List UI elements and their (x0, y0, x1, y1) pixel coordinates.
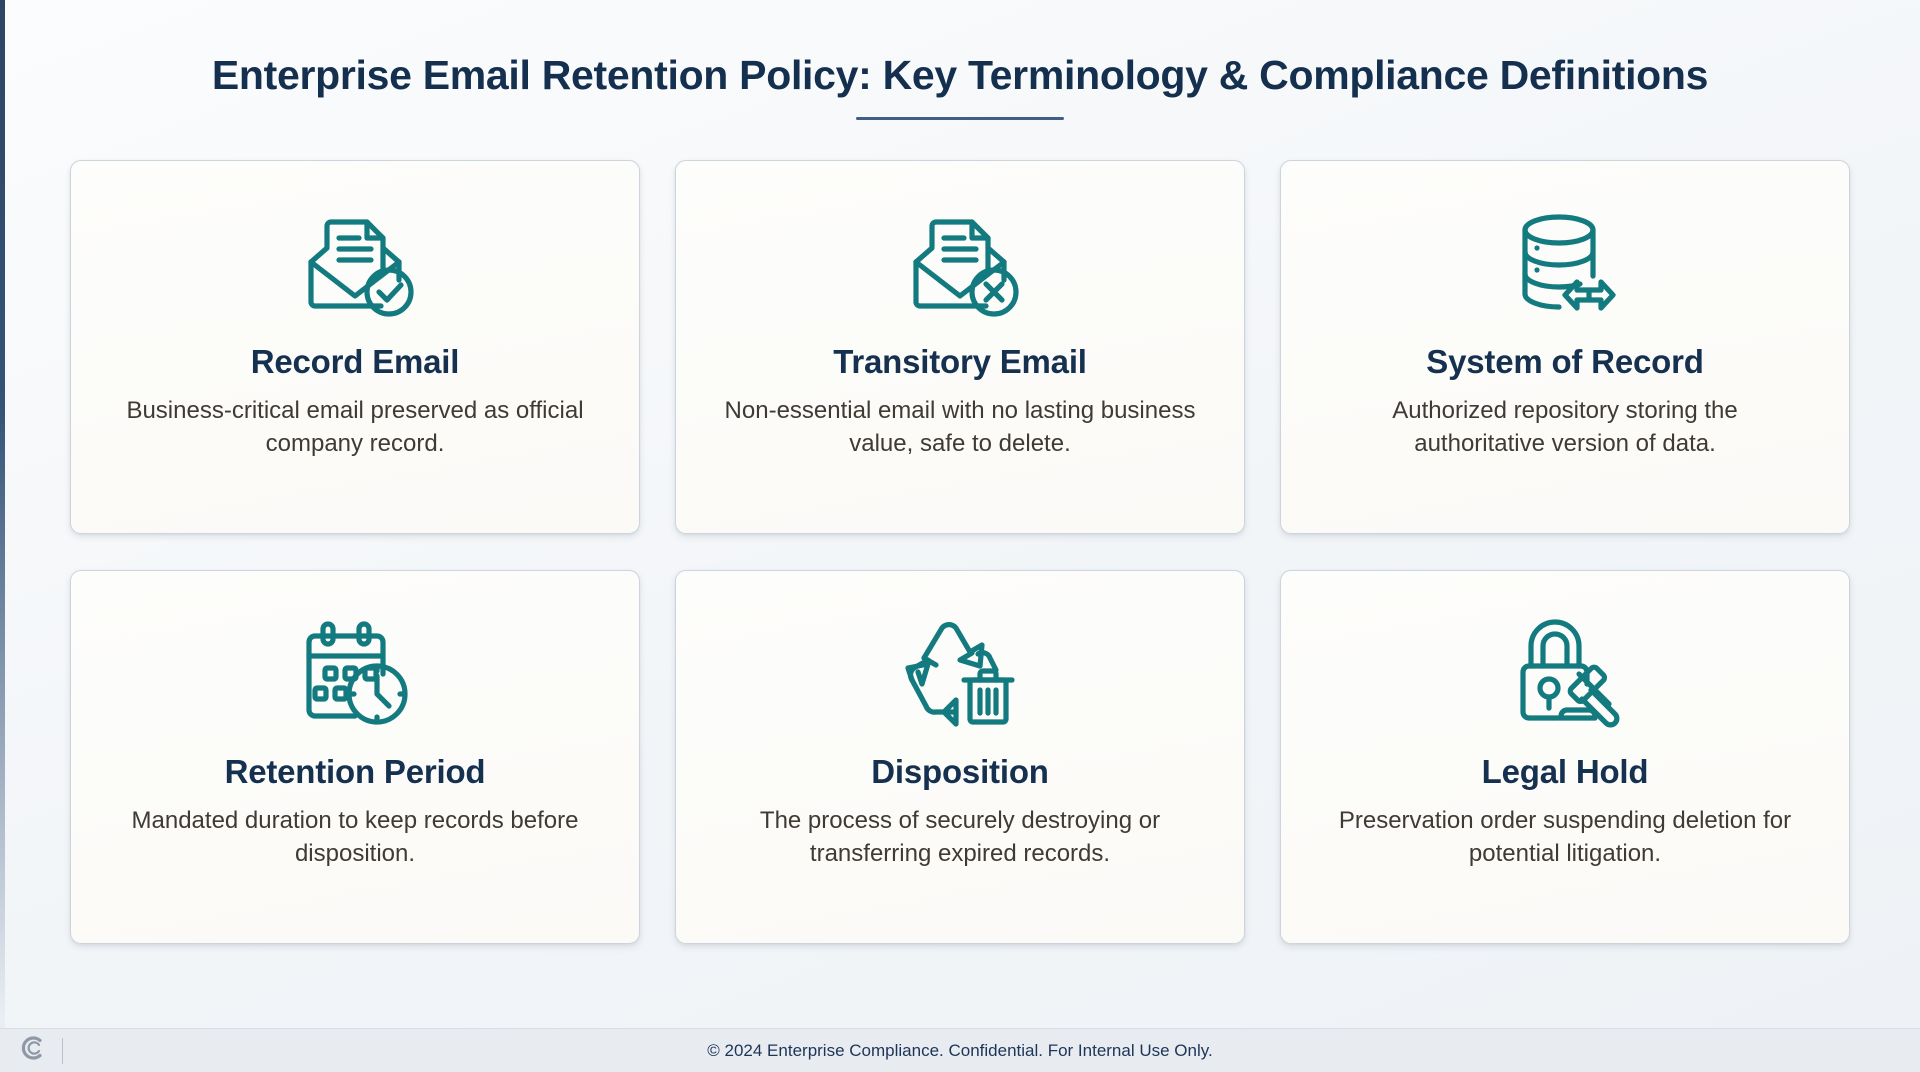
footer-divider (62, 1037, 63, 1064)
card-title: Legal Hold (1481, 753, 1649, 791)
slide-header: Enterprise Email Retention Policy: Key T… (0, 0, 1920, 121)
card-title: Transitory Email (833, 343, 1087, 381)
calendar-clock-icon (293, 607, 417, 739)
card-description: Authorized repository storing the author… (1392, 397, 1738, 457)
lock-gavel-icon (1503, 607, 1627, 739)
card-description: Business-critical email preserved as off… (126, 397, 584, 457)
slide-footer: © 2024 Enterprise Compliance. Confidenti… (0, 1028, 1920, 1072)
left-edge-accent (0, 0, 5, 1028)
card-description: Mandated duration to keep records before… (131, 807, 579, 867)
definition-card[interactable]: System of Record Authorized repository s… (1280, 160, 1850, 535)
envelope-document-check-icon (293, 197, 417, 329)
definition-card[interactable]: Record Email Business-critical email pre… (70, 160, 640, 535)
page-title: Enterprise Email Retention Policy: Key T… (211, 52, 1709, 98)
database-exchange-icon (1503, 197, 1627, 329)
title-underline-accent (856, 117, 1064, 121)
card-title: Retention Period (224, 753, 486, 791)
definition-card[interactable]: Transitory Email Non-essential email wit… (675, 160, 1245, 535)
card-title: System of Record (1426, 343, 1704, 381)
definition-card[interactable]: Disposition The process of securely dest… (675, 570, 1245, 945)
envelope-document-x-icon (898, 197, 1022, 329)
c-monogram-logo (18, 1033, 48, 1068)
footer-brand (18, 1033, 63, 1068)
footer-copyright: © 2024 Enterprise Compliance. Confidenti… (707, 1040, 1213, 1060)
definition-card-grid: Record Email Business-critical email pre… (0, 120, 1920, 1028)
card-description: Non-essential email with no lasting busi… (724, 397, 1196, 457)
card-description: The process of securely destroying or tr… (759, 807, 1161, 867)
definition-card[interactable]: Retention Period Mandated duration to ke… (70, 570, 640, 945)
recycle-trash-icon (898, 607, 1022, 739)
definition-card[interactable]: Legal Hold Preservation order suspending… (1280, 570, 1850, 945)
card-description: Preservation order suspending deletion f… (1338, 807, 1792, 867)
card-title: Disposition (871, 753, 1049, 791)
card-title: Record Email (250, 343, 460, 381)
